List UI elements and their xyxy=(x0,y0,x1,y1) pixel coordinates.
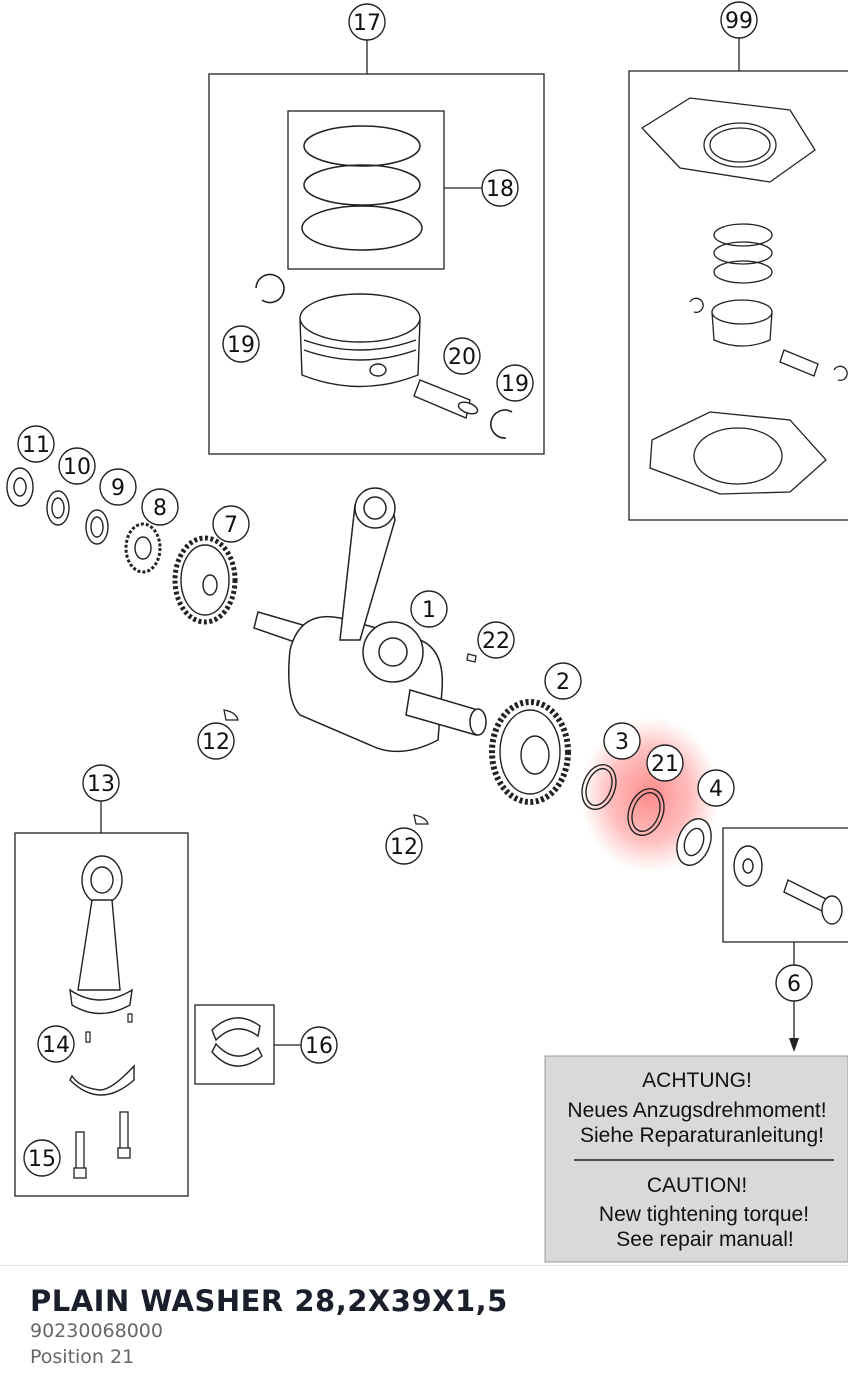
callout-10[interactable]: 10 xyxy=(58,447,96,485)
piston-pin xyxy=(413,379,479,419)
warning-de-title: ACHTUNG! xyxy=(642,1069,752,1092)
washer-10 xyxy=(46,490,70,526)
kit-rings xyxy=(713,223,773,284)
svg-text:7: 7 xyxy=(224,513,238,538)
callout-11[interactable]: 11 xyxy=(17,425,55,463)
piston-group-box xyxy=(208,40,545,455)
bolt xyxy=(783,879,843,925)
warning-de-line1: Neues Anzugsdrehmoment! xyxy=(567,1099,826,1122)
top-end-kit-box xyxy=(628,38,848,521)
svg-text:22: 22 xyxy=(482,629,510,654)
piston-rings xyxy=(301,125,423,251)
part-title: PLAIN WASHER 28,2X39X1,5 xyxy=(30,1284,508,1318)
callout-9[interactable]: 9 xyxy=(99,468,137,506)
selected-part-panel: PLAIN WASHER 28,2X39X1,5 90230068000 Pos… xyxy=(0,1265,848,1391)
svg-text:12: 12 xyxy=(390,835,418,860)
callout-3[interactable]: 3 xyxy=(603,722,641,760)
callout-99[interactable]: 99 xyxy=(720,1,758,39)
svg-text:18: 18 xyxy=(486,177,514,202)
dowel-14 xyxy=(85,1031,91,1043)
conrod-kit-box xyxy=(14,801,189,1197)
warning-en-title: CAUTION! xyxy=(647,1174,747,1197)
svg-text:20: 20 xyxy=(448,345,476,370)
washer-11 xyxy=(6,467,34,507)
callout-14[interactable]: 14 xyxy=(37,1025,75,1063)
callout-4[interactable]: 4 xyxy=(697,769,735,807)
svg-text:13: 13 xyxy=(87,772,115,797)
callout-20[interactable]: 20 xyxy=(443,337,481,375)
callout-18[interactable]: 18 xyxy=(481,169,519,207)
gear-8 xyxy=(124,522,162,574)
callout-15[interactable]: 15 xyxy=(23,1139,61,1177)
callout-22[interactable]: 22 xyxy=(477,621,515,659)
crankshaft-conrod xyxy=(253,487,487,753)
callout-8[interactable]: 8 xyxy=(141,488,179,526)
svg-text:16: 16 xyxy=(305,1034,333,1059)
svg-text:12: 12 xyxy=(202,730,230,755)
conrod-cap xyxy=(69,1064,135,1096)
dowel-14b xyxy=(127,1013,133,1023)
callout-7[interactable]: 7 xyxy=(212,505,250,543)
svg-text:2: 2 xyxy=(556,670,570,695)
svg-text:21: 21 xyxy=(651,752,679,777)
nut-4 xyxy=(676,818,712,866)
bolt-washer xyxy=(733,845,763,887)
callout-6[interactable]: 6 xyxy=(775,964,813,1002)
key-12-lower xyxy=(413,814,429,825)
svg-text:99: 99 xyxy=(725,9,753,34)
svg-text:11: 11 xyxy=(22,433,50,458)
svg-text:19: 19 xyxy=(227,333,255,358)
callout-17[interactable]: 17 xyxy=(348,3,386,41)
circlip-right xyxy=(490,409,513,439)
warning-en-line1: New tightening torque! xyxy=(599,1203,809,1226)
callout-2[interactable]: 2 xyxy=(544,662,582,700)
svg-text:19: 19 xyxy=(501,372,529,397)
svg-text:4: 4 xyxy=(709,777,723,802)
callout-19-right[interactable]: 19 xyxy=(496,364,534,402)
svg-text:9: 9 xyxy=(111,476,125,501)
piston xyxy=(299,293,421,388)
circlip-left xyxy=(255,273,285,304)
callout-1[interactable]: 1 xyxy=(410,590,448,628)
head-gasket xyxy=(640,97,816,183)
bolt-box xyxy=(722,827,848,1052)
part-number: 90230068000 xyxy=(30,1320,163,1342)
warning-en-line2: See repair manual! xyxy=(616,1228,793,1251)
callout-12-upper[interactable]: 12 xyxy=(197,722,235,760)
gear-7 xyxy=(172,535,238,625)
warning-de-line2: Siehe Reparaturanleitung! xyxy=(580,1124,824,1147)
kit-piston xyxy=(711,299,773,347)
conrod-bolts-15 xyxy=(73,1111,131,1179)
key-12-upper xyxy=(223,709,239,721)
bearing-shells xyxy=(211,1017,263,1067)
kit-pin xyxy=(779,349,819,377)
plain-washer-21[interactable] xyxy=(622,784,670,841)
bearing-box xyxy=(194,1004,303,1085)
key-22 xyxy=(466,653,477,663)
svg-text:6: 6 xyxy=(787,972,801,997)
conrod xyxy=(69,855,133,1015)
washer-9 xyxy=(85,509,109,545)
kit-circlip-left xyxy=(689,297,704,313)
exploded-parts-diagram: ACHTUNG! Neues Anzugsdrehmoment! Siehe R… xyxy=(6,1,848,1263)
svg-text:15: 15 xyxy=(28,1147,56,1172)
callout-16[interactable]: 16 xyxy=(300,1026,338,1064)
gear-2 xyxy=(489,699,571,805)
svg-text:1: 1 xyxy=(422,598,436,623)
svg-text:14: 14 xyxy=(42,1033,70,1058)
svg-text:3: 3 xyxy=(615,730,629,755)
svg-text:10: 10 xyxy=(63,455,91,480)
warning-box xyxy=(544,1055,848,1263)
kit-circlip-right xyxy=(833,365,848,381)
svg-text:17: 17 xyxy=(353,11,381,36)
callout-19-left[interactable]: 19 xyxy=(222,325,260,363)
washer-3 xyxy=(581,764,617,810)
part-position: Position 21 xyxy=(30,1346,135,1368)
base-gasket xyxy=(649,411,827,495)
callout-21[interactable]: 21 xyxy=(646,744,684,782)
svg-text:8: 8 xyxy=(153,496,167,521)
callout-12-lower[interactable]: 12 xyxy=(385,827,423,865)
callout-13[interactable]: 13 xyxy=(82,764,120,802)
